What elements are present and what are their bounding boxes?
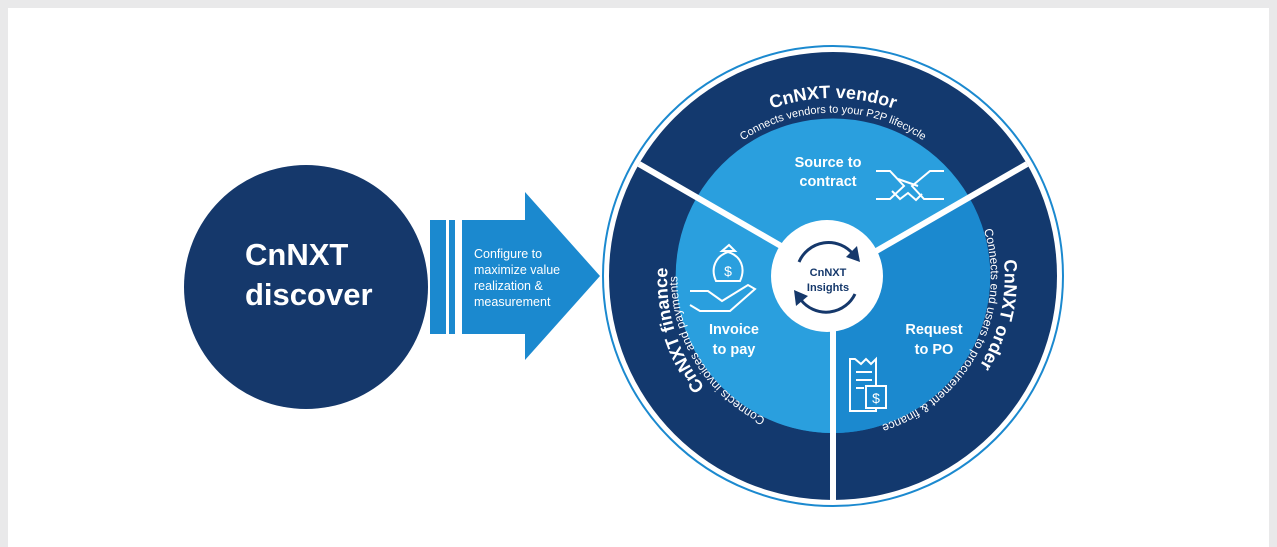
segment-source-line2: contract xyxy=(799,174,856,190)
segment-invoice-line1: Invoice xyxy=(709,322,759,338)
discover-label: CnNXT discover xyxy=(245,235,373,315)
arrow-label-line4: measurement xyxy=(474,295,551,309)
money-bag-hand-icon: $ xyxy=(689,243,757,312)
center-label-line2: Insights xyxy=(807,282,849,294)
cycle-arrows-icon xyxy=(794,241,860,314)
center-label-line1: CnNXT xyxy=(810,267,847,279)
discover-label-line1: CnNXT xyxy=(245,237,349,272)
receipt-icon: $ xyxy=(849,356,887,412)
wheel-segment-source xyxy=(697,118,969,276)
arrow-bar-left xyxy=(430,220,446,334)
arrow-label-line3: realization & xyxy=(474,279,543,293)
handshake-icon xyxy=(876,170,944,202)
segment-request-line1: Request xyxy=(905,322,962,338)
segment-invoice-line2: to pay xyxy=(713,342,756,358)
discover-circle xyxy=(184,165,428,409)
arrow-label-line1: Configure to xyxy=(474,247,543,261)
discover-label-line2: discover xyxy=(245,277,373,312)
svg-text:$: $ xyxy=(724,263,732,279)
arrow-label: Configure to maximize value realization … xyxy=(474,246,594,310)
arrow-body xyxy=(462,192,600,360)
arrow-bar-mid xyxy=(449,220,455,334)
segment-source-line1: Source to xyxy=(795,155,862,171)
svg-text:$: $ xyxy=(872,390,880,406)
arrow-label-line2: maximize value xyxy=(474,263,561,277)
segment-request-line2: to PO xyxy=(915,342,954,358)
